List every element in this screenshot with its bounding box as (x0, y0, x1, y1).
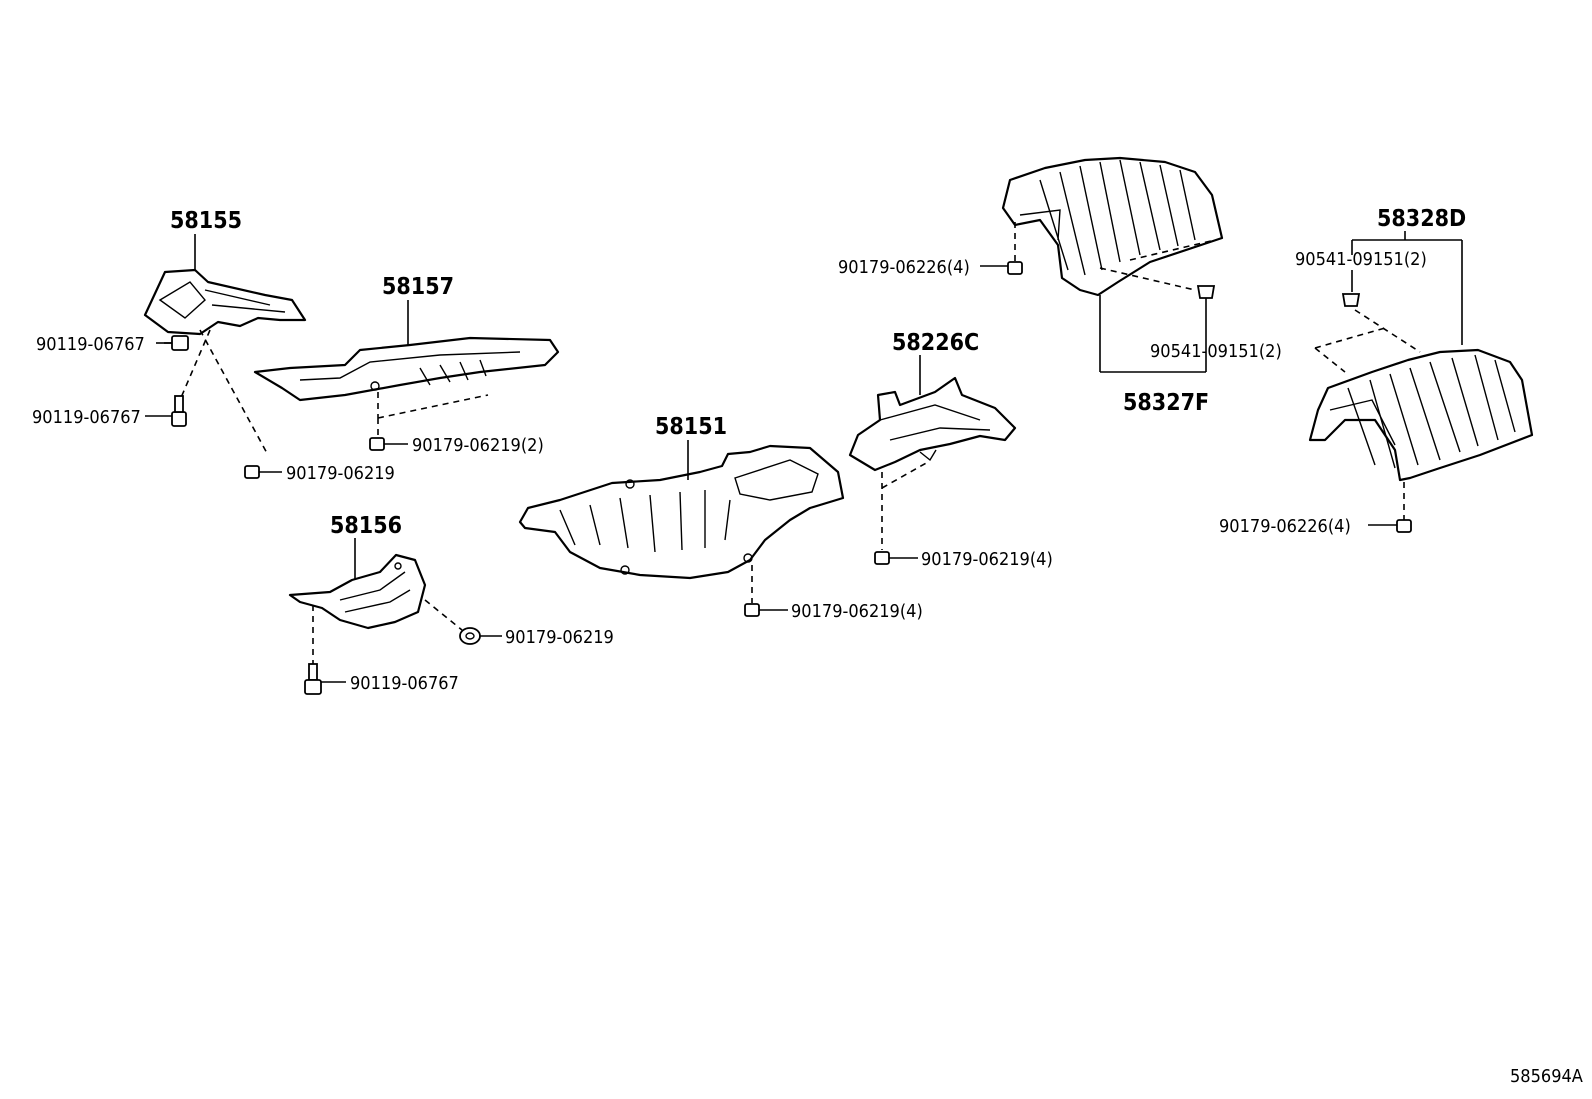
fastener-label-bolt-a: 90119-06767 (36, 334, 145, 355)
fastener-label-clip-58327F: 90541-09151(2) (1150, 341, 1282, 362)
part-58151-group: 58151 90179-06219(4) (518, 414, 923, 622)
heat-insulator-58226C-shape (848, 376, 1017, 472)
fastener-label-nut-58156: 90179-06219 (505, 627, 614, 648)
part-label-58327F: 58327F (1123, 390, 1209, 416)
bolt-icon (304, 663, 322, 695)
nut-icon (874, 551, 890, 565)
part-58327F-group: 90179-06226(4) 90541-09151(2) 58327F (838, 156, 1282, 416)
part-label-58226C: 58226C (892, 330, 979, 356)
fastener-label-clip-58328D: 90541-09151(2) (1295, 249, 1427, 270)
part-58155-group: 58155 90119-06767 90119-06767 90179-0621… (32, 208, 395, 484)
illustration-code: 585694A (1510, 1066, 1583, 1087)
part-58156-group: 58156 90179-06219 90119-06767 (288, 513, 614, 695)
fastener-label-nut-58327F: 90179-06226(4) (838, 257, 970, 278)
part-label-58151: 58151 (655, 414, 727, 440)
fastener-label-nut-58151: 90179-06219(4) (791, 601, 923, 622)
bolt-icon (171, 395, 187, 427)
nut-icon (1007, 261, 1023, 275)
part-58328D-group: 58328D 90541-09151(2) 90179-06226(4) (1219, 206, 1534, 537)
fastener-label-bolt-b: 90119-06767 (32, 407, 141, 428)
part-label-58157: 58157 (382, 274, 454, 300)
fastener-label-nut-58157: 90179-06219(2) (412, 435, 544, 456)
fastener-label-nut-58328D: 90179-06226(4) (1219, 516, 1351, 537)
nut-icon (244, 465, 260, 479)
heat-insulator-58151-shape (518, 444, 845, 580)
heat-insulator-58157-shape (253, 336, 560, 402)
heat-insulator-58156-shape (288, 553, 427, 630)
fastener-label-nut-58155: 90179-06219 (286, 463, 395, 484)
part-label-58155: 58155 (170, 208, 242, 234)
heat-insulator-58155-shape (143, 268, 307, 336)
clip-icon (1196, 285, 1216, 299)
part-label-58156: 58156 (330, 513, 402, 539)
part-label-58328D: 58328D (1377, 206, 1466, 232)
nut-icon (459, 627, 481, 645)
nut-icon (369, 437, 385, 451)
nut-icon (744, 603, 760, 617)
nut-icon (1396, 519, 1412, 533)
clip-icon (1341, 293, 1361, 307)
fastener-label-bolt-c: 90119-06767 (350, 673, 459, 694)
part-58226C-group: 58226C 90179-06219(4) (848, 330, 1053, 570)
part-58157-group: 58157 90179-06219(2) (253, 274, 560, 456)
fastener-label-nut-58226C: 90179-06219(4) (921, 549, 1053, 570)
heat-insulator-58328D-shape (1308, 348, 1534, 482)
